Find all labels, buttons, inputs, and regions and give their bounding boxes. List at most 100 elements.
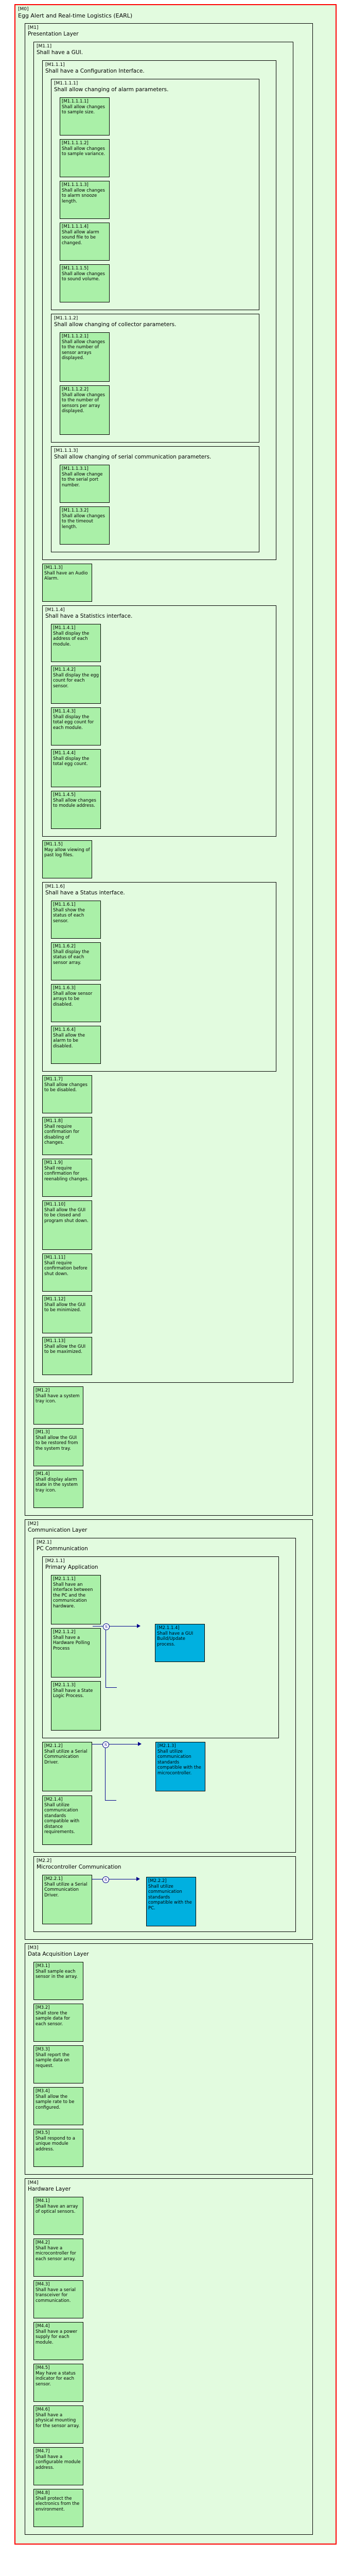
package-m1-title: Presentation Layer	[28, 31, 79, 37]
requirement-id: [M1.1.1.1.1]	[62, 99, 89, 104]
package-m1-1[interactable]: [M1.1] Shall have a GUI. [M1.1.1] Shall …	[33, 42, 293, 1383]
requirement-leaf[interactable]: [M1.1.1.2.1] Shall allow changes to the …	[60, 332, 110, 382]
derived-requirement[interactable]: [M2.2.2] Shall utilize communication sta…	[146, 1877, 196, 1926]
requirement-leaf[interactable]: [M1.1.6.1] Shall show the status of each…	[51, 901, 101, 939]
requirement-text: Shall have a State Logic Process.	[53, 1688, 93, 1699]
requirement-leaf[interactable]: [M1.1.3] Shall have an Audio Alarm.	[42, 564, 92, 602]
requirement-leaf[interactable]: [M1.1.6.3] Shall allow sensor arrays to …	[51, 984, 101, 1022]
requirement-leaf[interactable]: [M1.1.1.2.2] Shall allow changes to the …	[60, 385, 110, 435]
requirement-leaf[interactable]: [M1.1.11] Shall require confirmation bef…	[42, 1253, 92, 1292]
derived-requirement[interactable]: [M2.1.3] Shall utilize communication sta…	[155, 1742, 205, 1791]
requirement-leaf[interactable]: [M1.1.1.1.1] Shall allow changes to samp…	[60, 97, 110, 135]
package-m1[interactable]: [M1] Presentation Layer [M1.1] Shall hav…	[25, 23, 313, 1516]
requirement-text: Shall display alarm state in the system …	[36, 1477, 78, 1493]
package-m3[interactable]: [M3] Data Acquisition Layer [M3.1] Shall…	[25, 1943, 313, 2175]
requirement-leaf[interactable]: [M1.1.1.3.1] Shall allow change to the s…	[60, 465, 110, 503]
requirement-leaf[interactable]: [M1.1.4.4] Shall display the total egg c…	[51, 749, 101, 787]
requirement-leaf[interactable]: [M1.1.4.2] Shall display the egg count f…	[51, 666, 101, 704]
requirement-leaf[interactable]: [M4.4] Shall have a power supply for eac…	[33, 2322, 83, 2360]
package-m1-1-1-1-header: [M1.1.1.1] Shall allow changing of alarm…	[51, 79, 259, 95]
requirement-leaf[interactable]: [M1.1.4.5] Shall allow changes to module…	[51, 791, 101, 829]
requirement-leaf[interactable]: [M3.1] Shall sample each sensor in the a…	[33, 1962, 83, 2000]
requirement-leaf[interactable]: [M3.4] Shall allow the sample rate to be…	[33, 2087, 83, 2125]
package-m1-1-1-2[interactable]: [M1.1.1.2] Shall allow changing of colle…	[51, 314, 259, 443]
requirement-leaf[interactable]: [M4.3] Shall have a serial transceiver f…	[33, 2280, 83, 2318]
package-m1-1-1-3[interactable]: [M1.1.1.3] Shall allow changing of seria…	[51, 446, 259, 552]
requirement-leaf[interactable]: [M1.3] Shall allow the GUI to be restore…	[33, 1428, 83, 1466]
requirement-leaf[interactable]: [M1.1.5] May allow viewing of past log f…	[42, 840, 92, 878]
requirement-leaf[interactable]: [M1.1.8] Shall require confirmation for …	[42, 1117, 92, 1155]
requirement-leaf[interactable]: [M1.1.12] Shall allow the GUI to be mini…	[42, 1295, 92, 1333]
requirement-leaf[interactable]: [M3.3] Shall report the sample data on r…	[33, 2045, 83, 2083]
package-m1-1-1-1-children: [M1.1.1.1.1] Shall allow changes to samp…	[51, 95, 259, 310]
requirement-text: Shall have a system tray icon.	[36, 1393, 80, 1404]
requirement-text: Shall have a power supply for each modul…	[36, 2329, 78, 2345]
requirement-text: Shall allow sensor arrays to be disabled…	[53, 991, 93, 1007]
requirement-id: [M3.1]	[36, 1963, 50, 1969]
requirement-leaf[interactable]: [M2.1.1.3] Shall have a State Logic Proc…	[51, 1681, 101, 1731]
package-m3-id: [M3]	[28, 1945, 39, 1951]
requirement-leaf[interactable]: [M4.7] Shall have a configurable module …	[33, 2447, 83, 2485]
requirement-leaf[interactable]: [M1.4] Shall display alarm state in the …	[33, 1470, 83, 1508]
requirement-leaf[interactable]: [M1.1.6.4] Shall allow the alarm to be d…	[51, 1026, 101, 1064]
requirement-leaf[interactable]: [M1.2] Shall have a system tray icon.	[33, 1386, 83, 1425]
requirement-leaf[interactable]: [M4.6] Shall have a physical mounting fo…	[33, 2405, 83, 2444]
package-m2[interactable]: [M2] Communication Layer [M2.1] PC Commu…	[25, 1519, 313, 1940]
requirement-leaf[interactable]: [M1.1.10] Shall allow the GUI to be clos…	[42, 1200, 92, 1250]
requirement-id: [M4.6]	[36, 2407, 50, 2412]
requirement-id: [M2.2.2]	[148, 1878, 167, 1884]
package-m2-1-1-id: [M2.1.1]	[45, 1558, 65, 1564]
requirement-id: [M1.1.3]	[44, 565, 63, 570]
requirement-text: Shall allow changes to sample variance.	[62, 146, 106, 157]
requirement-leaf[interactable]: [M2.1.1.2] Shall have a Hardware Polling…	[51, 1628, 101, 1677]
requirement-leaf[interactable]: [M1.1.1.3.2] Shall allow changes to the …	[60, 506, 110, 545]
requirement-leaf[interactable]: [M2.2.1] Shall utilize a Serial Communic…	[42, 1875, 92, 1924]
package-m1-1-1[interactable]: [M1.1.1] Shall have a Configuration Inte…	[42, 60, 276, 560]
requirement-text: Shall utilize a Serial Communication Dri…	[44, 1882, 87, 1898]
package-m2-1[interactable]: [M2.1] PC Communication [M2.1.1] Primary…	[33, 1538, 296, 1853]
requirement-leaf[interactable]: [M4.5] May have a status indicator for e…	[33, 2364, 83, 2402]
requirement-leaf[interactable]: [M1.1.1.1.2] Shall allow changes to samp…	[60, 139, 110, 177]
derive-connector: S	[92, 1741, 154, 1803]
package-m2-1-title: PC Communication	[37, 1546, 88, 1552]
requirement-leaf[interactable]: [M2.1.4] Shall utilize communication sta…	[42, 1795, 92, 1845]
package-m1-1-4[interactable]: [M1.1.4] Shall have a Statistics interfa…	[42, 605, 276, 837]
requirement-id: [M1.1.1.1.4]	[62, 224, 89, 229]
package-m1-1-1-1[interactable]: [M1.1.1.1] Shall allow changing of alarm…	[51, 79, 259, 310]
requirement-text: Shall have a configurable module address…	[36, 2454, 81, 2470]
package-m0-children: [M1] Presentation Layer [M1.1] Shall hav…	[15, 21, 336, 2544]
requirement-text: Shall require confirmation before shut d…	[44, 1260, 87, 1277]
package-m1-1-title: Shall have a GUI.	[37, 49, 83, 56]
package-m0[interactable]: [M0] Egg Alert and Real-time Logistics (…	[14, 4, 337, 2545]
requirement-leaf[interactable]: [M1.1.1.1.3] Shall allow changes to alar…	[60, 181, 110, 219]
requirement-leaf[interactable]: [M1.1.13] Shall allow the GUI to be maxi…	[42, 1337, 92, 1375]
requirement-text: Shall display the total egg count.	[53, 756, 90, 767]
requirement-leaf[interactable]: [M4.2] Shall have a microcontroller for …	[33, 2239, 83, 2277]
package-m2-1-1[interactable]: [M2.1.1] Primary Application [M2.1.1.1] …	[42, 1556, 279, 1738]
package-m2-2[interactable]: [M2.2] Microcontroller Communication [M2…	[33, 1856, 296, 1932]
requirement-leaf[interactable]: [M4.1] Shall have an array of optical se…	[33, 2197, 83, 2235]
requirement-leaf[interactable]: [M1.1.1.1.4] Shall allow alarm sound fil…	[60, 223, 110, 261]
requirement-text: Shall allow changes to the timeout lengt…	[62, 513, 105, 530]
requirement-leaf[interactable]: [M2.1.2] Shall utilize a Serial Communic…	[42, 1742, 92, 1791]
requirement-leaf[interactable]: [M1.1.6.2] Shall display the status of e…	[51, 942, 101, 980]
derived-requirement[interactable]: [M2.1.1.4] Shall have a GUI Build/Update…	[155, 1624, 205, 1662]
requirement-id: [M1.1.5]	[44, 842, 63, 847]
requirement-text: Shall allow the alarm to be disabled.	[53, 1032, 85, 1049]
requirement-leaf[interactable]: [M1.1.7] Shall allow changes to be disab…	[42, 1075, 92, 1113]
requirement-id: [M2.1.1.3]	[53, 1683, 76, 1688]
requirement-leaf[interactable]: [M1.1.4.3] Shall display the total egg c…	[51, 707, 101, 745]
requirement-id: [M1.1.11]	[44, 1255, 66, 1260]
requirement-leaf[interactable]: [M2.1.1.1] Shall have an interface betwe…	[51, 1575, 101, 1624]
requirement-leaf[interactable]: [M3.2] Shall store the sample data for e…	[33, 2004, 83, 2042]
requirement-text: Shall allow the GUI to be maximized.	[44, 1344, 86, 1355]
requirement-leaf[interactable]: [M1.1.1.1.5] Shall allow changes to soun…	[60, 264, 110, 302]
requirement-leaf[interactable]: [M4.8] Shall protect the electronics fro…	[33, 2489, 83, 2527]
requirement-leaf[interactable]: [M3.5] Shall respond to a unique module …	[33, 2129, 83, 2167]
requirement-id: [M1.1.6.4]	[53, 1027, 76, 1032]
package-m1-1-6[interactable]: [M1.1.6] Shall have a Status interface. …	[42, 882, 276, 1072]
requirement-leaf[interactable]: [M1.1.4.1] Shall display the address of …	[51, 624, 101, 662]
package-m4[interactable]: [M4] Hardware Layer [M4.1] Shall have an…	[25, 2178, 313, 2535]
requirement-id: [M1.1.1.1.2]	[62, 141, 89, 146]
requirement-leaf[interactable]: [M1.1.9] Shall require confirmation for …	[42, 1159, 92, 1197]
